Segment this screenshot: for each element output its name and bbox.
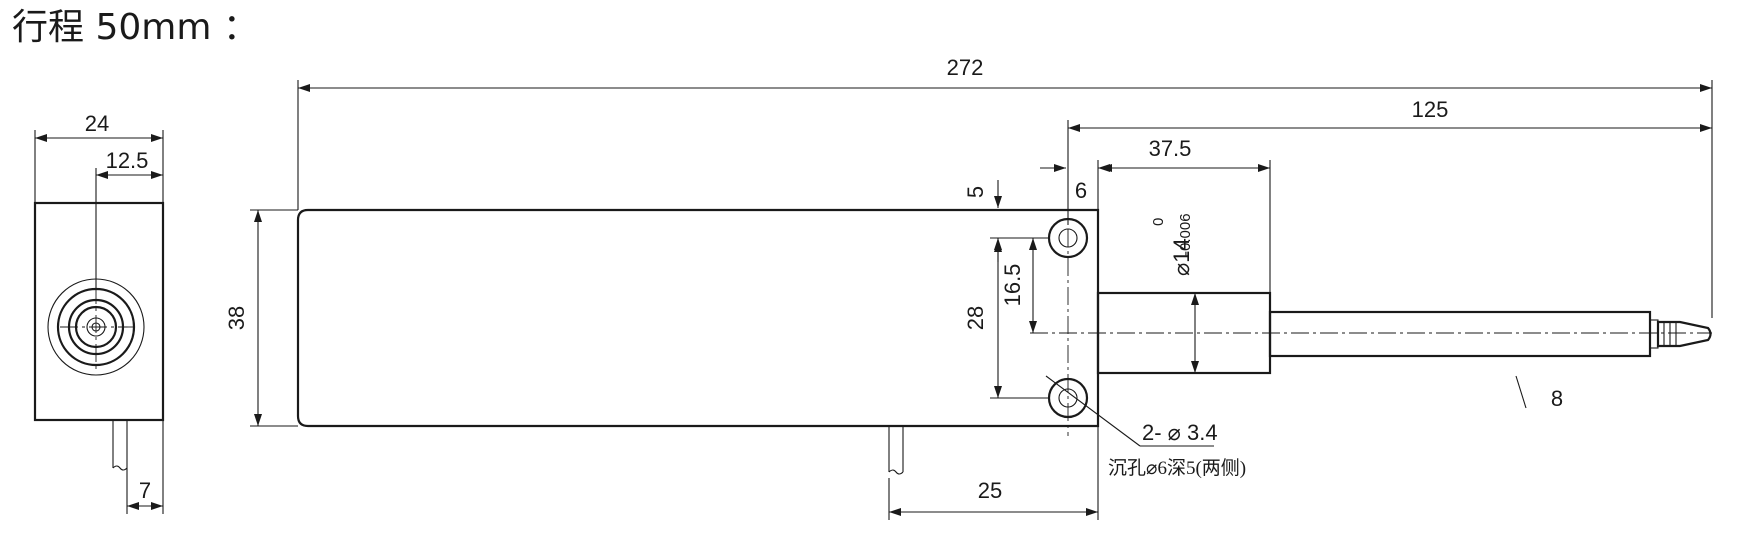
dim-sleeve-diameter: ⌀14 0 -0.006 <box>1150 213 1199 373</box>
dim-overall-length: 272 <box>297 55 1713 318</box>
dim-cable-position-label: 25 <box>978 478 1002 503</box>
main-body-outline <box>296 208 1100 428</box>
dim-body-height-label: 38 <box>224 306 249 330</box>
end-view-body <box>33 201 165 422</box>
dim-probe-length-label: 125 <box>1412 97 1449 122</box>
stroke-marker: 8 <box>1515 375 1563 411</box>
dim-sleeve-diameter-label: ⌀14 <box>1169 238 1194 276</box>
dim-side-center: 12.5 <box>95 148 163 290</box>
dim-hole-edge: 5 <box>963 180 1098 262</box>
dim-side-center-label: 12.5 <box>106 148 149 173</box>
dim-cable-offset-label: 7 <box>139 478 151 503</box>
probe-rod <box>1268 310 1652 358</box>
main-cable <box>888 426 904 475</box>
dim-overall-length-label: 272 <box>947 55 984 80</box>
dim-side-width: 24 <box>34 111 164 203</box>
dim-hole-spacing-label: 28 <box>963 306 988 330</box>
hole-callout-label: 2- ⌀ 3.4 <box>1142 420 1218 445</box>
page-title: 行程 50mm ： <box>12 7 259 48</box>
dim-cable-position: 25 <box>888 426 1099 520</box>
dim-sleeve-tol-upper: 0 <box>1150 218 1167 226</box>
dim-sleeve-length: 37.5 <box>1097 136 1271 293</box>
dim-body-height: 38 <box>224 209 298 427</box>
dim-flange-thickness-label: 6 <box>1075 178 1087 203</box>
stroke-marker-label: 8 <box>1551 386 1563 411</box>
dim-sleeve-tol-lower: -0.006 <box>1177 213 1194 256</box>
end-view: 24 12.5 7 <box>33 111 165 514</box>
dim-hole-to-axis-label: 16.5 <box>1000 264 1025 307</box>
probe-tip <box>1649 319 1712 349</box>
dim-hole-edge-label: 5 <box>963 186 988 198</box>
dim-flange-thickness: 6 <box>1040 164 1124 203</box>
dim-hole-spacing: 28 <box>963 238 1049 399</box>
hole-callout: 2- ⌀ 3.4 沉孔⌀6深5(两侧) <box>1045 375 1246 479</box>
dim-cable-offset: 7 <box>126 420 164 514</box>
dim-sleeve-length-label: 37.5 <box>1149 136 1192 161</box>
hole-note-label: 沉孔⌀6深5(两侧) <box>1108 457 1246 479</box>
dim-hole-to-axis: 16.5 <box>1000 238 1037 333</box>
main-view: 272 125 37.5 6 5 <box>224 55 1713 520</box>
dim-side-width-label: 24 <box>85 111 109 136</box>
end-view-cable <box>112 420 128 471</box>
dim-probe-length: 125 <box>1067 97 1712 225</box>
end-view-connector <box>47 278 145 376</box>
